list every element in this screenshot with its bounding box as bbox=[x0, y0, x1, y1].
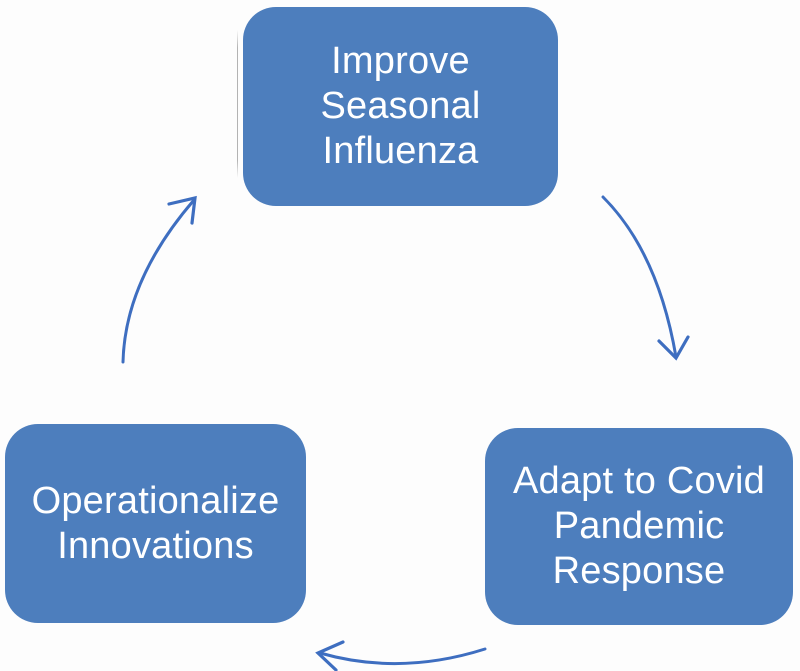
node-label-line: Innovations bbox=[57, 524, 254, 567]
arrow-curve bbox=[601, 195, 678, 359]
arrow-improve-to-adapt bbox=[601, 195, 690, 361]
node-operationalize-innovations: Operationalize Innovations bbox=[5, 424, 306, 623]
node-adapt-covid-pandemic-response: Adapt to Covid Pandemic Response bbox=[485, 428, 793, 625]
node-label-line: Influenza bbox=[322, 130, 479, 172]
arrow-head-icon bbox=[167, 195, 197, 225]
node-label: Improve Seasonal Influenza bbox=[320, 39, 480, 174]
arrow-operationalize-to-improve bbox=[121, 195, 197, 364]
arrow-head-icon bbox=[315, 640, 345, 671]
node-label-line: Seasonal bbox=[320, 85, 481, 127]
node-label: Adapt to Covid Pandemic Response bbox=[513, 459, 765, 594]
node-label-line: Improve bbox=[331, 40, 470, 82]
arrow-adapt-to-operationalize bbox=[315, 640, 487, 671]
arrow-head-icon bbox=[657, 335, 690, 361]
node-label-line: Operationalize bbox=[31, 479, 280, 522]
stray-vertical-line bbox=[237, 30, 238, 178]
arrow-curve bbox=[121, 198, 196, 364]
node-label-line: Response bbox=[552, 550, 726, 592]
node-label: Operationalize Innovations bbox=[32, 479, 280, 569]
node-label-line: Adapt to Covid bbox=[512, 460, 766, 502]
node-improve-seasonal-influenza: Improve Seasonal Influenza bbox=[243, 7, 558, 206]
node-label-line: Pandemic bbox=[553, 505, 725, 547]
arrow-curve bbox=[318, 647, 487, 666]
